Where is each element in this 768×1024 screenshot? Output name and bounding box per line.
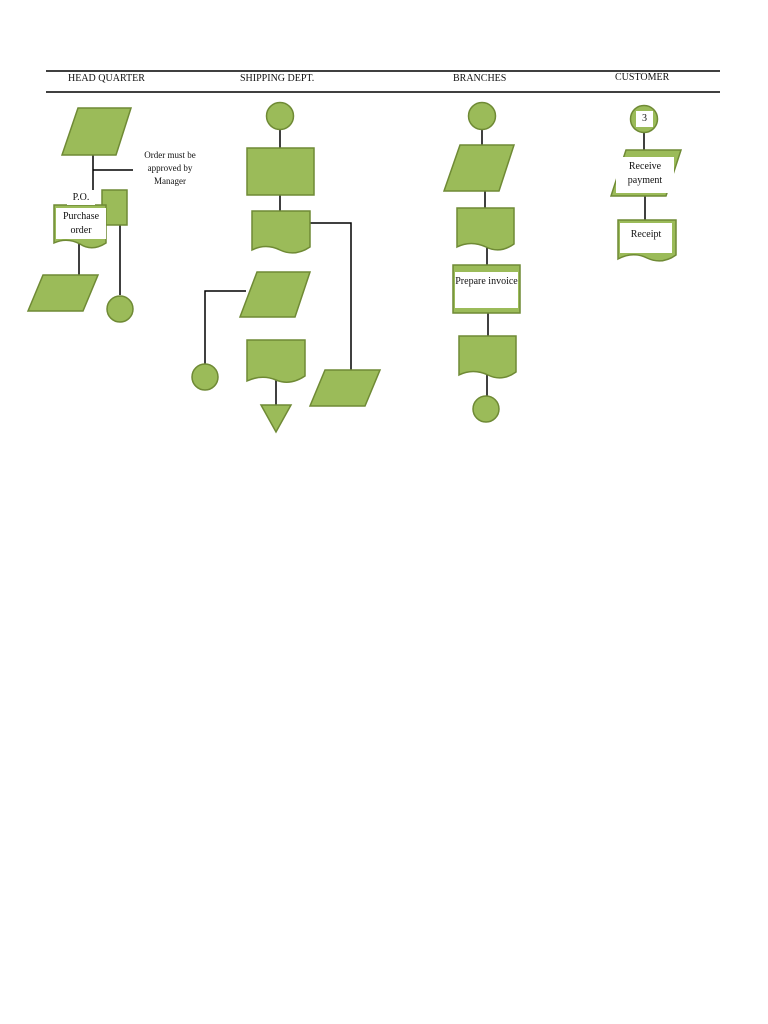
ship-document-2 [246,339,306,383]
br-document-1 [456,207,515,251]
br-input-parallelogram [442,144,516,192]
lane-header-branches: BRANCHES [453,73,507,84]
purchase-order-label: Purchase order [56,208,106,239]
lane-header-shipping: SHIPPING DEPT. [240,73,315,84]
hq-offpage-connector [106,295,134,323]
ship-process-box [246,147,315,196]
ship-output-parallelogram [308,369,382,407]
ship-connector-circle [191,363,219,391]
ship-input-parallelogram [238,271,312,318]
connector-3-label: 3 [636,111,653,127]
receipt-label: Receipt [620,223,672,253]
lane-header-customer: CUSTOMER [615,72,670,83]
ship-connector-3 [310,222,352,370]
ship-start-terminal [265,101,295,131]
br-document-2 [458,335,517,379]
ship-storage-triangle [259,404,293,434]
receive-payment-label: Receive payment [616,157,674,193]
br-start-terminal [467,101,497,131]
approval-note: Order must be approved by Manager [144,150,196,186]
prepare-invoice-label: Prepare invoice [455,272,518,308]
hq-input-parallelogram [60,107,133,156]
br-end-terminal [472,395,500,423]
po-short-label: P.O. [67,191,95,205]
hq-output-parallelogram [26,274,100,312]
ship-document-1 [251,210,311,254]
ship-connector-4 [204,290,246,364]
lane-header-headquarter: HEAD QUARTER [68,73,145,84]
